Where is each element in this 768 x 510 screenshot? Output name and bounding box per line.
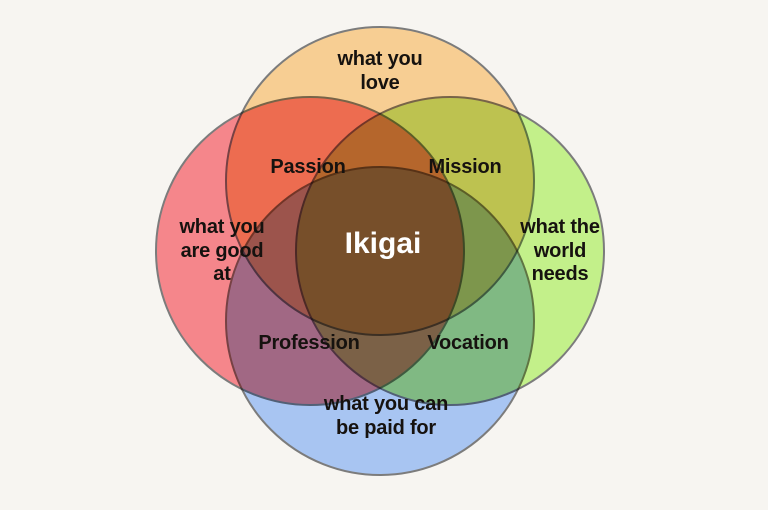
label-ikigai-center: Ikigai [344, 227, 422, 260]
label-what-you-love: what you love [337, 48, 423, 94]
label-vocation: Vocation [427, 332, 509, 354]
label-what-the-world-needs: what the world needs [520, 216, 600, 286]
label-passion: Passion [270, 156, 346, 178]
label-what-you-are-good-at: what you are good at [179, 216, 265, 286]
label-what-you-can-be-paid-for: what you can be paid for [323, 393, 449, 439]
label-mission: Mission [428, 156, 502, 178]
label-profession: Profession [258, 332, 360, 354]
circle-what-you-can-be-paid-for[interactable] [225, 166, 535, 476]
